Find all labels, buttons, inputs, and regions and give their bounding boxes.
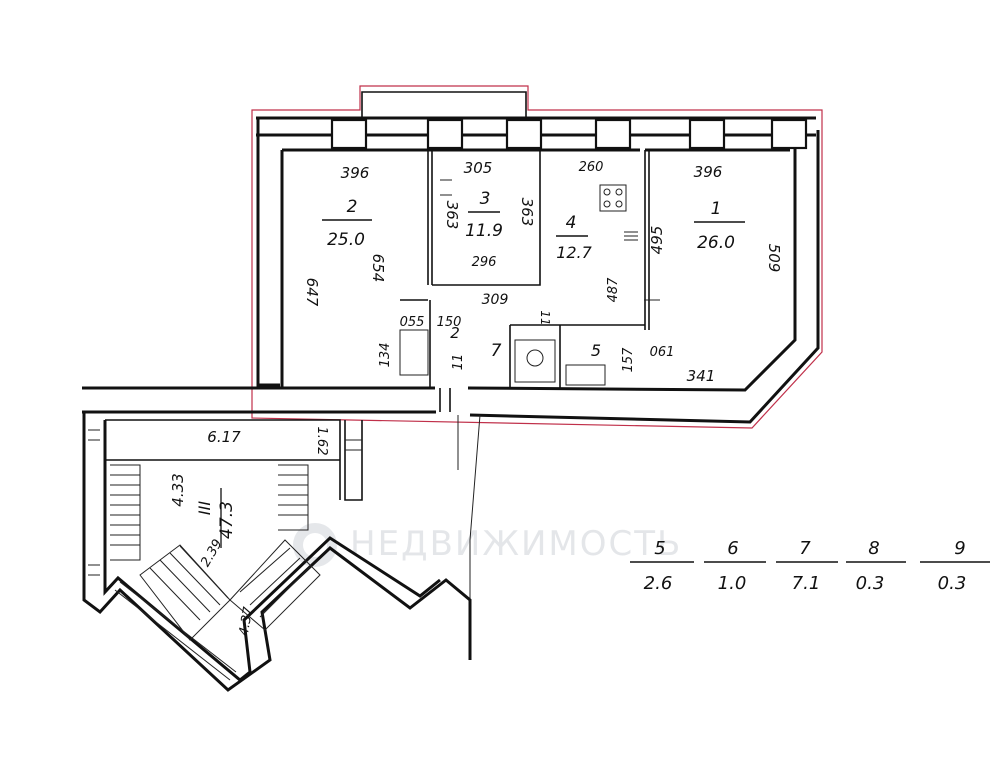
room-2-area: 25.0 [327,230,365,250]
dim-stair-diag2: 4.37 [237,605,257,637]
dim-corridor-length: 309 [482,292,509,308]
room-corridor-number: 2 [450,324,460,342]
dim-room3-top: 305 [464,159,493,177]
dim-11: 11 [538,310,552,325]
legend-area-9: 0.3 [938,573,967,594]
dim-room4-lower: 487 [606,277,621,303]
dim-room2-right: 654 [369,254,387,283]
corridor [439,388,481,600]
dim-stair-left: 4.33 [169,473,187,506]
windows [330,118,808,150]
apartment-outline [251,85,823,429]
dim-stair-right: 1.62 [314,427,329,456]
dimension-labels: 396 647 654 305 363 363 296 260 495 487 … [169,159,783,637]
room-labels: 2 25.0 3 11.9 4 12.7 1 26.0 5 7 2 11 III… [195,189,745,548]
stair-area: 47.3 [217,501,237,539]
balcony [361,91,527,120]
partitions [399,150,660,388]
watermark-text: НЕДВИЖИМОСТЬ [350,524,682,564]
dim-room2-left: 647 [303,278,321,307]
dim-061: 061 [650,345,675,360]
room-5-number: 5 [591,341,601,360]
dim-stair-top: 6.17 [207,428,241,446]
legend-area-8: 0.3 [856,573,885,594]
dim-room3-bottom: 296 [472,255,497,270]
dim-room4-top: 260 [579,160,604,175]
staircase [82,412,472,692]
room-3-number: 3 [480,189,491,209]
room-2-number: 2 [347,197,358,217]
dim-055: 055 [400,315,425,330]
room-4-area: 12.7 [556,243,592,262]
area-legend: 5 2.6 6 1.0 7 7.1 8 0.3 9 0.3 [630,538,990,594]
dim-157: 157 [621,347,636,373]
legend-area-7: 7.1 [792,573,821,594]
dim-room1-right: 509 [765,244,783,273]
legend-area-5: 2.6 [644,573,673,594]
dim-room1-top: 396 [694,163,723,181]
dim-150: 150 [437,315,462,330]
legend-number-9: 9 [954,538,965,559]
room-1-area: 26.0 [697,233,735,253]
room-corridor-area: 11 [451,354,466,371]
legend-number-6: 6 [727,538,738,559]
dim-room3-left: 363 [443,201,461,230]
legend-number-5: 5 [654,538,665,559]
dim-room1-bottom: 341 [687,367,716,385]
stair-number: III [195,501,214,515]
room-7-number: 7 [491,341,502,361]
legend-number-7: 7 [799,538,811,559]
legend-number-8: 8 [868,538,879,559]
dim-134: 134 [378,343,393,368]
room-1-number: 1 [711,199,722,219]
room-3-area: 11.9 [465,221,503,241]
dim-room3-right: 363 [518,198,536,227]
room-4-number: 4 [566,213,577,233]
legend-area-6: 1.0 [718,573,747,594]
watermark: НЕДВИЖИМОСТЬ [293,523,682,567]
dim-room4-right: 495 [648,226,666,255]
dim-room2-top: 396 [341,164,370,182]
